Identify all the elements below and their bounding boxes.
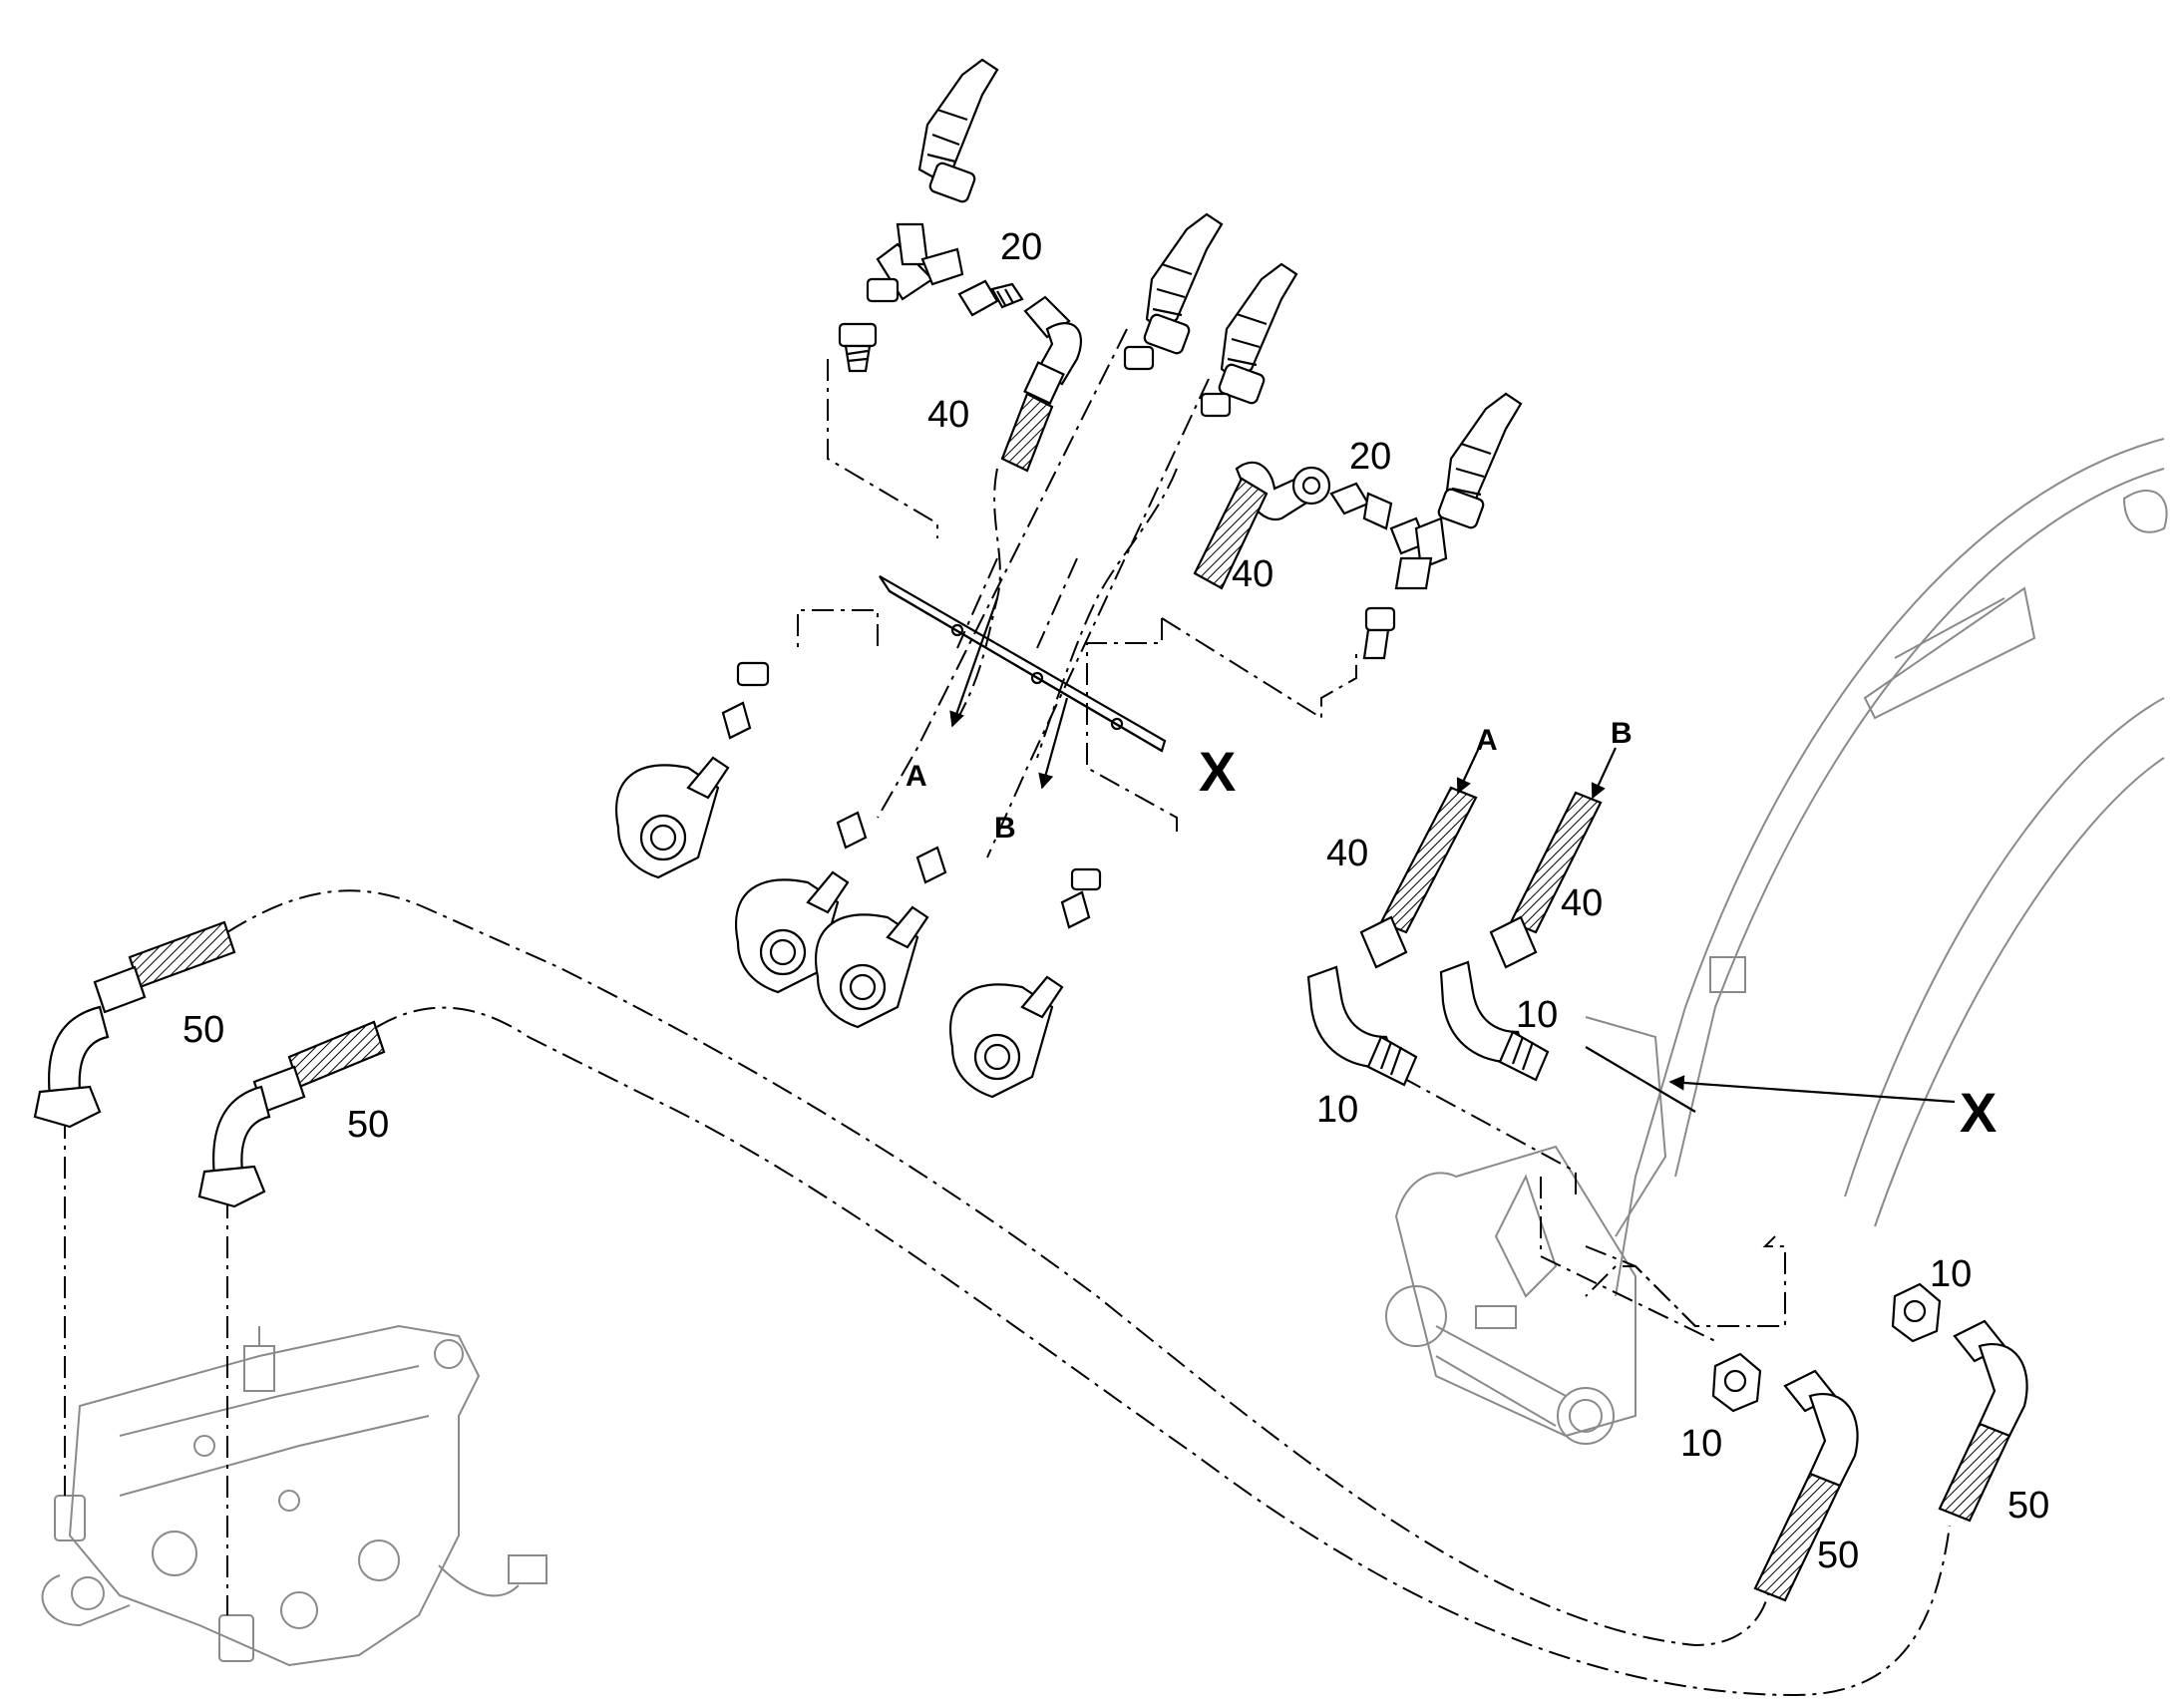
item-40-hose-right bbox=[1193, 461, 1331, 590]
item-50-hose-left-b bbox=[197, 1020, 386, 1208]
tee-fitting-right bbox=[1362, 516, 1448, 660]
callout-10-nut-upper: 10 bbox=[1930, 1253, 1972, 1295]
coupling-screw-left bbox=[917, 58, 999, 203]
label-b-right: B bbox=[1611, 717, 1633, 750]
coupling-screw-far-right bbox=[1437, 392, 1523, 529]
arrow-b-right bbox=[1591, 747, 1617, 800]
tee-fitting-left bbox=[866, 222, 964, 303]
item-10-nut-upper bbox=[1891, 1282, 1942, 1343]
callout-40-upper: 40 bbox=[927, 394, 969, 436]
adapter-left bbox=[838, 322, 878, 373]
coupling-screw-middle bbox=[1123, 212, 1224, 371]
item-50-hose-lower-right-a bbox=[1753, 1369, 1859, 1602]
label-a-right: A bbox=[1476, 724, 1498, 757]
routing-lines bbox=[64, 328, 1951, 1697]
callout-10-b: 10 bbox=[1516, 994, 1558, 1036]
quick-coupler-1 bbox=[615, 661, 770, 879]
item-10-nut-lower bbox=[1711, 1352, 1762, 1413]
quick-coupler-3 bbox=[815, 846, 947, 1029]
callout-40-a: 40 bbox=[1326, 833, 1368, 874]
control-valve-block bbox=[41, 1324, 547, 1667]
item-10-elbow-a bbox=[1306, 965, 1418, 1087]
item-40-hose-b bbox=[1489, 791, 1603, 969]
coupling-screw-right-upper bbox=[1200, 262, 1298, 418]
arrow-b-upper bbox=[1038, 697, 1069, 790]
callout-20-right: 20 bbox=[1349, 436, 1391, 478]
label-x-plate: X bbox=[1199, 740, 1236, 803]
callout-50-left-a: 50 bbox=[182, 1009, 224, 1051]
item-20-fitting-right bbox=[1329, 482, 1393, 530]
item-10-elbow-b bbox=[1439, 960, 1550, 1082]
loader-arm bbox=[1385, 438, 2168, 1445]
quick-coupler-4 bbox=[949, 867, 1102, 1099]
label-a-upper: A bbox=[906, 760, 927, 793]
item-40-hose-upper bbox=[1000, 295, 1082, 473]
item-40-hose-a bbox=[1359, 786, 1478, 969]
bulkhead-plate-on-boom bbox=[1585, 1046, 1696, 1113]
label-x-boom: X bbox=[1960, 1081, 1997, 1144]
callout-40-right: 40 bbox=[1232, 553, 1273, 595]
item-50-hose-lower-right-b bbox=[1938, 1319, 2028, 1523]
callout-10-a: 10 bbox=[1316, 1089, 1358, 1131]
callout-10-nut-lower: 10 bbox=[1680, 1423, 1722, 1465]
callout-40-b: 40 bbox=[1561, 882, 1603, 924]
callout-50-right-b: 50 bbox=[2007, 1485, 2049, 1527]
label-b-upper: B bbox=[994, 812, 1016, 845]
callout-20-upper: 20 bbox=[1000, 226, 1042, 268]
item-50-hose-left-a bbox=[33, 920, 236, 1129]
bulkhead-plate bbox=[879, 575, 1167, 753]
quick-coupler-2 bbox=[735, 811, 868, 994]
arrow-a-upper bbox=[949, 597, 999, 728]
arrow-x-boom bbox=[1668, 1075, 1956, 1104]
callout-50-left-b: 50 bbox=[347, 1104, 389, 1146]
item-20-fitting-upper bbox=[957, 279, 1024, 317]
callout-50-right-a: 50 bbox=[1817, 1535, 1859, 1576]
arrow-a-right bbox=[1456, 732, 1487, 795]
